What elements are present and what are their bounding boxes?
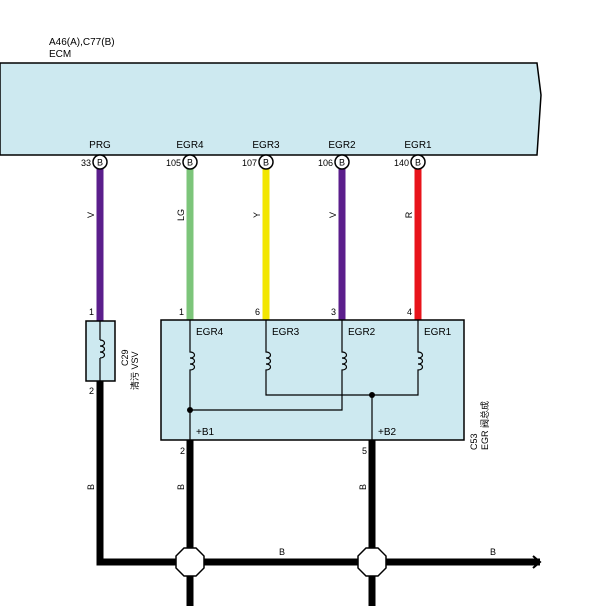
ecm-pin-105: 105 (166, 158, 181, 168)
pin-33-conn: B (97, 158, 103, 168)
coil-label-egr4: EGR4 (196, 327, 224, 338)
ground-code-bus: B (279, 547, 285, 557)
ecm-connector-ref: A46(A),C77(B) (49, 37, 115, 48)
ecm-signal-egr2: EGR2 (328, 140, 356, 151)
ecm-pin-33: 33 (81, 158, 91, 168)
wire-code-egr4: LG (176, 209, 186, 221)
vsv-pin-2: 2 (89, 386, 94, 396)
wire-code-egr1: R (404, 211, 414, 218)
wire-code-egr2: V (328, 212, 338, 218)
ecm-signal-egr4: EGR4 (176, 140, 204, 151)
splice-point-2 (357, 547, 387, 577)
coil-label-egr2: EGR2 (348, 327, 376, 338)
ecm-name: ECM (49, 49, 71, 60)
ground-code-b2: B (358, 484, 368, 490)
ecm-connector-pins: B B B B B (92, 154, 426, 170)
junction-b2-dot (369, 392, 375, 398)
pin-107-conn: B (263, 158, 269, 168)
coil-label-egr1: EGR1 (424, 327, 452, 338)
coil-egr3-icon (265, 320, 372, 396)
egr-valve-pin-4: 4 (407, 307, 412, 317)
egr-valve-box (160, 319, 465, 441)
pin-106-conn: B (339, 158, 345, 168)
ground-wire-main (96, 381, 540, 566)
ground-code-vsv: B (86, 484, 96, 490)
coil-label-egr3: EGR3 (272, 327, 300, 338)
egr-coils (189, 320, 424, 440)
vsv-name: 清污 VSV (129, 351, 140, 390)
ecm-pin-106: 106 (318, 158, 333, 168)
wire-code-prg: V (86, 212, 96, 218)
splice-point-1 (175, 547, 205, 577)
ground-arrow-icon (532, 555, 542, 569)
vsv-coil-icon (99, 321, 106, 381)
ecm-signal-prg: PRG (89, 140, 111, 151)
ecm-signal-egr1: EGR1 (404, 140, 432, 151)
egr-valve-pin-1: 1 (179, 307, 184, 317)
ecm-pin-107: 107 (242, 158, 257, 168)
egr-valve-pin-2: 2 (180, 446, 185, 456)
ground-code-b1: B (176, 484, 186, 490)
power-label-b1: +B1 (196, 427, 215, 438)
coil-egr2-icon (190, 320, 348, 411)
pin-105-conn: B (187, 158, 193, 168)
egr-valve-pin-3: 3 (331, 307, 336, 317)
ecm-signal-egr3: EGR3 (252, 140, 280, 151)
power-label-b2: +B2 (378, 427, 397, 438)
coil-egr1-icon (372, 320, 424, 396)
wire-code-egr3: Y (252, 212, 262, 218)
ground-code-out: B (490, 547, 496, 557)
ecm-box (0, 62, 542, 156)
vsv-pin-1: 1 (89, 307, 94, 317)
ecm-pin-140: 140 (394, 158, 409, 168)
egr-valve-name: EGR 阀总成 (479, 401, 490, 450)
egr-valve-code: C53 (469, 433, 479, 450)
pin-140-conn: B (415, 158, 421, 168)
ground-wires (96, 381, 540, 606)
coil-egr4-icon (189, 320, 196, 410)
egr-valve-pin-5: 5 (362, 446, 367, 456)
junction-b1-dot (187, 407, 193, 413)
vsv-code: C29 (120, 349, 130, 366)
egr-valve-pin-6: 6 (255, 307, 260, 317)
